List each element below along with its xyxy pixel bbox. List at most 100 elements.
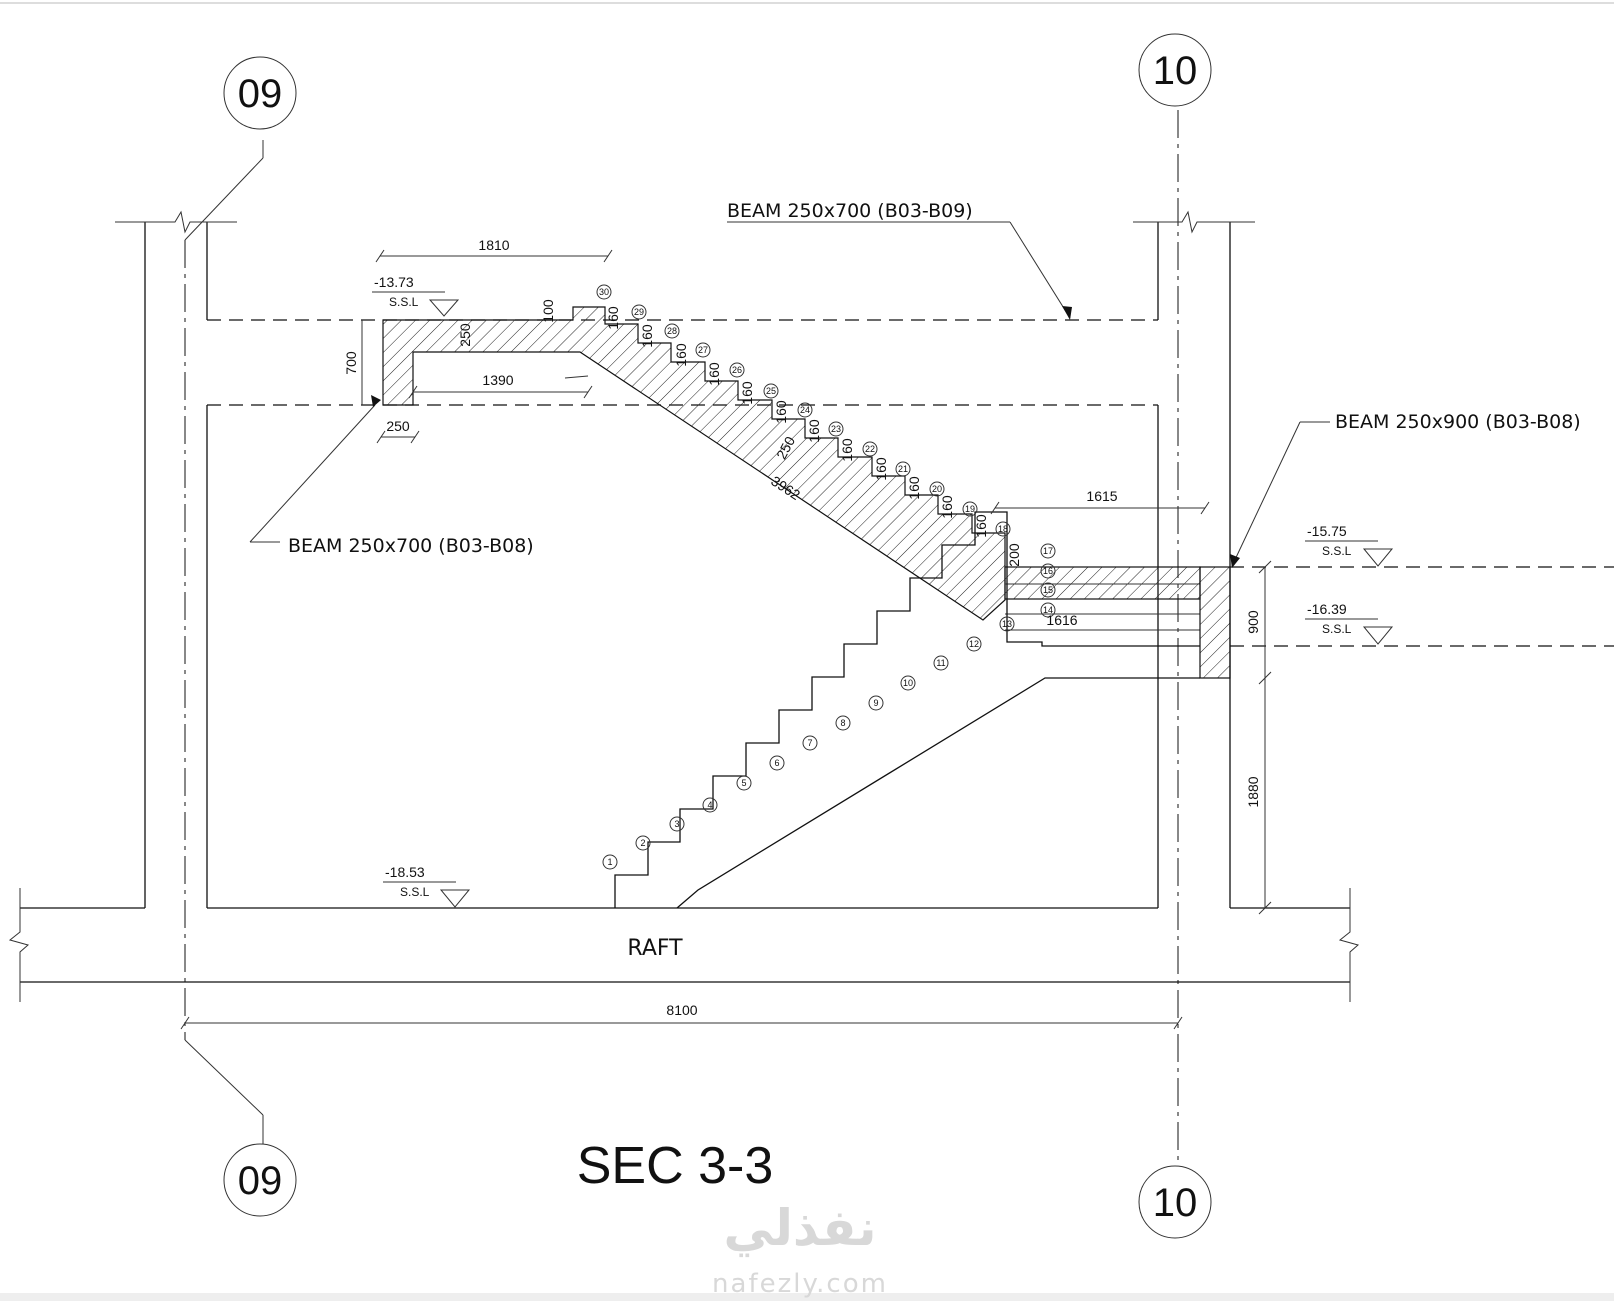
riser-dim: 160 [806,419,822,443]
dim-right-lower: 1880 [1245,776,1261,807]
grid-label: 10 [1153,49,1198,93]
svg-text:7: 7 [807,738,812,748]
riser-dim: 160 [773,400,789,424]
level-tag: S.S.L [400,885,430,899]
svg-text:3: 3 [674,819,679,829]
svg-text:17: 17 [1043,546,1053,556]
svg-text:18: 18 [998,524,1008,534]
riser-dim: 160 [706,362,722,386]
step-number: 13 [999,616,1015,632]
level-marker-1853: -18.53 S.S.L [383,864,471,908]
dim-step-top: 100 [540,299,556,323]
section-title: SEC 3-3 [577,1137,774,1195]
step-number: 25 [763,383,779,399]
riser-dim: 160 [739,381,755,405]
riser-dim: 160 [605,306,621,330]
svg-text:25: 25 [766,386,776,396]
step-number: 28 [664,323,680,339]
svg-text:29: 29 [634,307,644,317]
step-number: 21 [895,461,911,477]
dim-slab-thk: 250 [457,323,473,347]
step-number: 2 [635,835,651,851]
step-number: 18 [995,521,1011,537]
dim-beam-width: 250 [386,418,410,434]
beam-label-text: BEAM 250x700 (B03-B08) [288,535,534,557]
raft: RAFT [8,888,1360,1002]
upper-flight [382,306,1006,621]
svg-text:28: 28 [667,326,677,336]
svg-text:8: 8 [840,718,845,728]
step-number: 7 [802,735,818,751]
svg-text:10: 10 [903,678,913,688]
dim-right-beam: 900 [1245,610,1261,634]
step-number: 16 [1040,563,1056,579]
level-marker-1575: -15.75 S.S.L [1305,523,1394,567]
grid-label: 09 [238,72,283,116]
step-number: 4 [702,797,718,813]
level-value: -15.75 [1307,523,1347,539]
step-number: 17 [1040,543,1056,559]
svg-text:5: 5 [741,778,746,788]
dim-step-bot: 200 [1006,543,1022,567]
svg-text:9: 9 [873,698,878,708]
level-tag: S.S.L [389,295,419,309]
level-tag: S.S.L [1322,622,1352,636]
right-wall [1133,210,1255,908]
lower-flight [614,511,1200,909]
riser-dim: 160 [973,514,989,538]
level-value: -18.53 [385,864,425,880]
svg-text:30: 30 [599,287,609,297]
svg-text:1: 1 [607,857,612,867]
step-number: 30 [596,284,612,300]
step-number: 3 [669,816,685,832]
nafezly-watermark-logo: نفذلي nafezly.com [712,1199,888,1299]
level-tag: S.S.L [1322,544,1352,558]
riser-dim: 160 [673,343,689,367]
svg-text:22: 22 [865,444,875,454]
step-number: 8 [835,715,851,731]
svg-text:2: 2 [640,838,645,848]
step-number: 15 [1040,582,1056,598]
svg-text:12: 12 [969,639,979,649]
grid-label: 09 [238,1159,283,1203]
dim-top-landing: 1810 [478,237,509,253]
step-number: 11 [933,655,949,671]
step-numbers: 3029282726252423222120191817161514131211… [596,284,1056,870]
grid-bubble-10-top: 10 [1138,33,1212,107]
step-number: 26 [729,362,745,378]
mid-landing [1004,566,1201,631]
grid-bubble-09-top: 09 [184,56,297,241]
riser-dim: 160 [939,495,955,519]
svg-text:20: 20 [932,484,942,494]
level-value: -16.39 [1307,601,1347,617]
svg-text:4: 4 [707,800,712,810]
beam-label-top: BEAM 250x700 (B03-B09) [727,200,1072,320]
step-number: 24 [797,402,813,418]
level-value: -13.73 [374,274,414,290]
step-number: 10 [900,675,916,691]
svg-text:6: 6 [774,758,779,768]
grid-bubble-09-bottom: 09 [184,1039,297,1217]
watermark-site: nafezly.com [712,1269,888,1299]
svg-text:24: 24 [800,405,810,415]
step-number: 6 [769,755,785,771]
dim-landing-inner: 1390 [482,372,513,388]
right-beam [1199,566,1231,679]
svg-text:11: 11 [936,658,945,668]
step-number: 20 [929,481,945,497]
level-marker-1639: -16.39 S.S.L [1305,601,1394,645]
step-number: 22 [862,441,878,457]
step-number: 27 [695,342,711,358]
svg-text:26: 26 [732,365,742,375]
svg-text:14: 14 [1043,605,1053,615]
step-number: 12 [966,636,982,652]
step-number: 1 [602,854,618,870]
svg-text:21: 21 [898,464,908,474]
left-wall [115,210,237,908]
dimensions: 1810 1390 700 250 250 3962 250 100 200 1… [180,237,1272,1030]
step-number: 14 [1040,602,1056,618]
dim-beam-depth: 700 [343,351,359,375]
step-number: 9 [868,695,884,711]
